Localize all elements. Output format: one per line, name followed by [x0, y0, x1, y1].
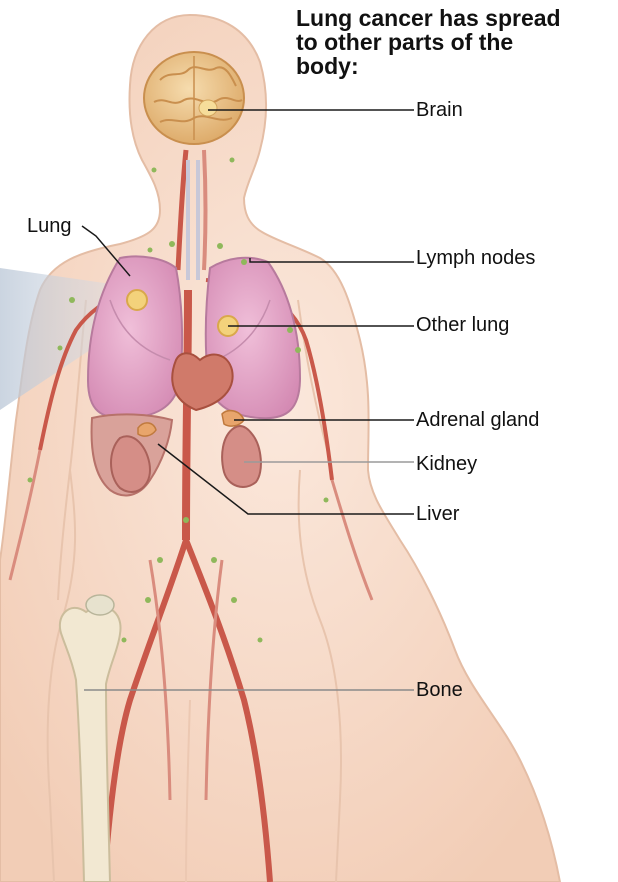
lymph-nodes-label: Lymph nodes	[416, 247, 535, 269]
lung-tumor	[127, 290, 147, 310]
adrenal-gland-label: Adrenal gland	[416, 409, 539, 431]
diagram-title-line-3: body:	[296, 54, 359, 78]
other-lung-label: Other lung	[416, 314, 509, 336]
brain-label: Brain	[416, 99, 463, 121]
diagram-title-line-2: to other parts of the	[296, 30, 513, 54]
liver-label: Liver	[416, 503, 459, 525]
bone-label: Bone	[416, 679, 463, 701]
bone-tumor	[86, 595, 114, 615]
brain-organ	[144, 52, 244, 144]
lung-label: Lung	[27, 215, 72, 237]
diagram-title-line-1: Lung cancer has spread	[296, 6, 561, 30]
kidney-label: Kidney	[416, 453, 477, 475]
